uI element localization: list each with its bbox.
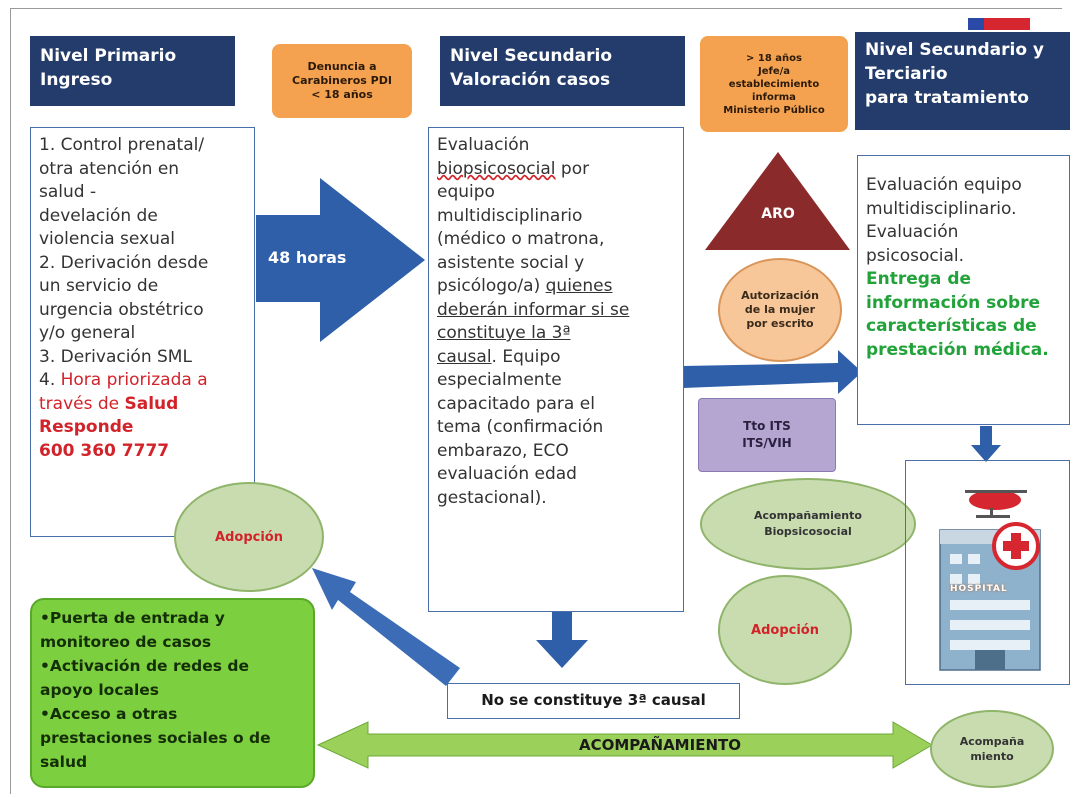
sec-text-3: por equipo multidisciplinario (médico o … bbox=[437, 158, 605, 297]
green-summary-box: •Puerta de entrada y monitoreo de casos … bbox=[30, 598, 315, 788]
sec-text-1: Evaluación bbox=[437, 135, 530, 155]
primario-text-red: Hora priorizada a través de bbox=[39, 370, 208, 414]
acompanamiento-label: ACOMPAÑAMIENTO bbox=[579, 736, 741, 754]
primario-text: 1. Control prenatal/ otra atención en sa… bbox=[39, 135, 209, 390]
hospital-sign: HOSPITAL bbox=[950, 584, 1008, 594]
mayor-18-box: > 18 años Jefe/a establecimiento informa… bbox=[700, 36, 848, 132]
aro-triangle bbox=[705, 152, 850, 250]
hospital-frame bbox=[905, 460, 1070, 685]
acompana-miento-ellipse: Acompaña miento bbox=[930, 710, 1054, 788]
sec-text-biopsicosocial: biopsicosocial bbox=[437, 158, 556, 179]
arrow-to-adopcion bbox=[312, 568, 460, 686]
secundario-textbox: Evaluación biopsicosocial por equipo mul… bbox=[428, 127, 684, 612]
adopcion-ellipse-right: Adopción bbox=[718, 575, 852, 685]
sec-text-5: . Equipo especialmente capacitado para e… bbox=[437, 346, 604, 508]
arrow-48-horas-label: 48 horas bbox=[268, 248, 347, 267]
sec-text-quienes: quienes deberán informar si se constituy… bbox=[437, 276, 630, 367]
arrow-to-terciario bbox=[683, 350, 862, 394]
primario-textbox: 1. Control prenatal/ otra atención en sa… bbox=[30, 127, 255, 537]
outer-frame bbox=[10, 8, 1062, 794]
aro-label: ARO bbox=[761, 206, 795, 222]
tto-its-box: Tto ITS ITS/VIH bbox=[698, 398, 836, 472]
hospital-illustration bbox=[939, 490, 1041, 671]
header-nivel-primario: Nivel Primario Ingreso bbox=[30, 36, 235, 106]
no-constituye-box: No se constituye 3ª causal bbox=[447, 683, 740, 719]
flag-red-stripe bbox=[984, 18, 1030, 30]
acompanamiento-biopsicosocial-ellipse: Acompañamiento Biopsicosocial bbox=[700, 478, 916, 570]
denuncia-box: Denuncia a Carabineros PDI < 18 años bbox=[272, 44, 412, 118]
terciario-textbox: Evaluación equipo multidisciplinario. Ev… bbox=[857, 155, 1070, 425]
header-nivel-secundario: Nivel Secundario Valoración casos bbox=[440, 36, 685, 106]
arrow-down-secundario bbox=[536, 612, 588, 668]
autorizacion-ellipse: Autorización de la mujer por escrito bbox=[718, 258, 842, 362]
arrow-down-hospital bbox=[971, 426, 1001, 462]
arrow-48-horas bbox=[256, 178, 425, 342]
terciario-text-entrega: Entrega de información sobre característ… bbox=[866, 269, 1049, 360]
terciario-text: Evaluación equipo multidisciplinario. Ev… bbox=[866, 175, 1022, 266]
primario-text-salud-responde: Salud Responde 600 360 7777 bbox=[39, 393, 179, 461]
flag-blue-stripe bbox=[968, 18, 984, 30]
header-nivel-terciario: Nivel Secundario y Terciario para tratam… bbox=[855, 32, 1070, 130]
adopcion-ellipse-left: Adopción bbox=[174, 482, 324, 592]
